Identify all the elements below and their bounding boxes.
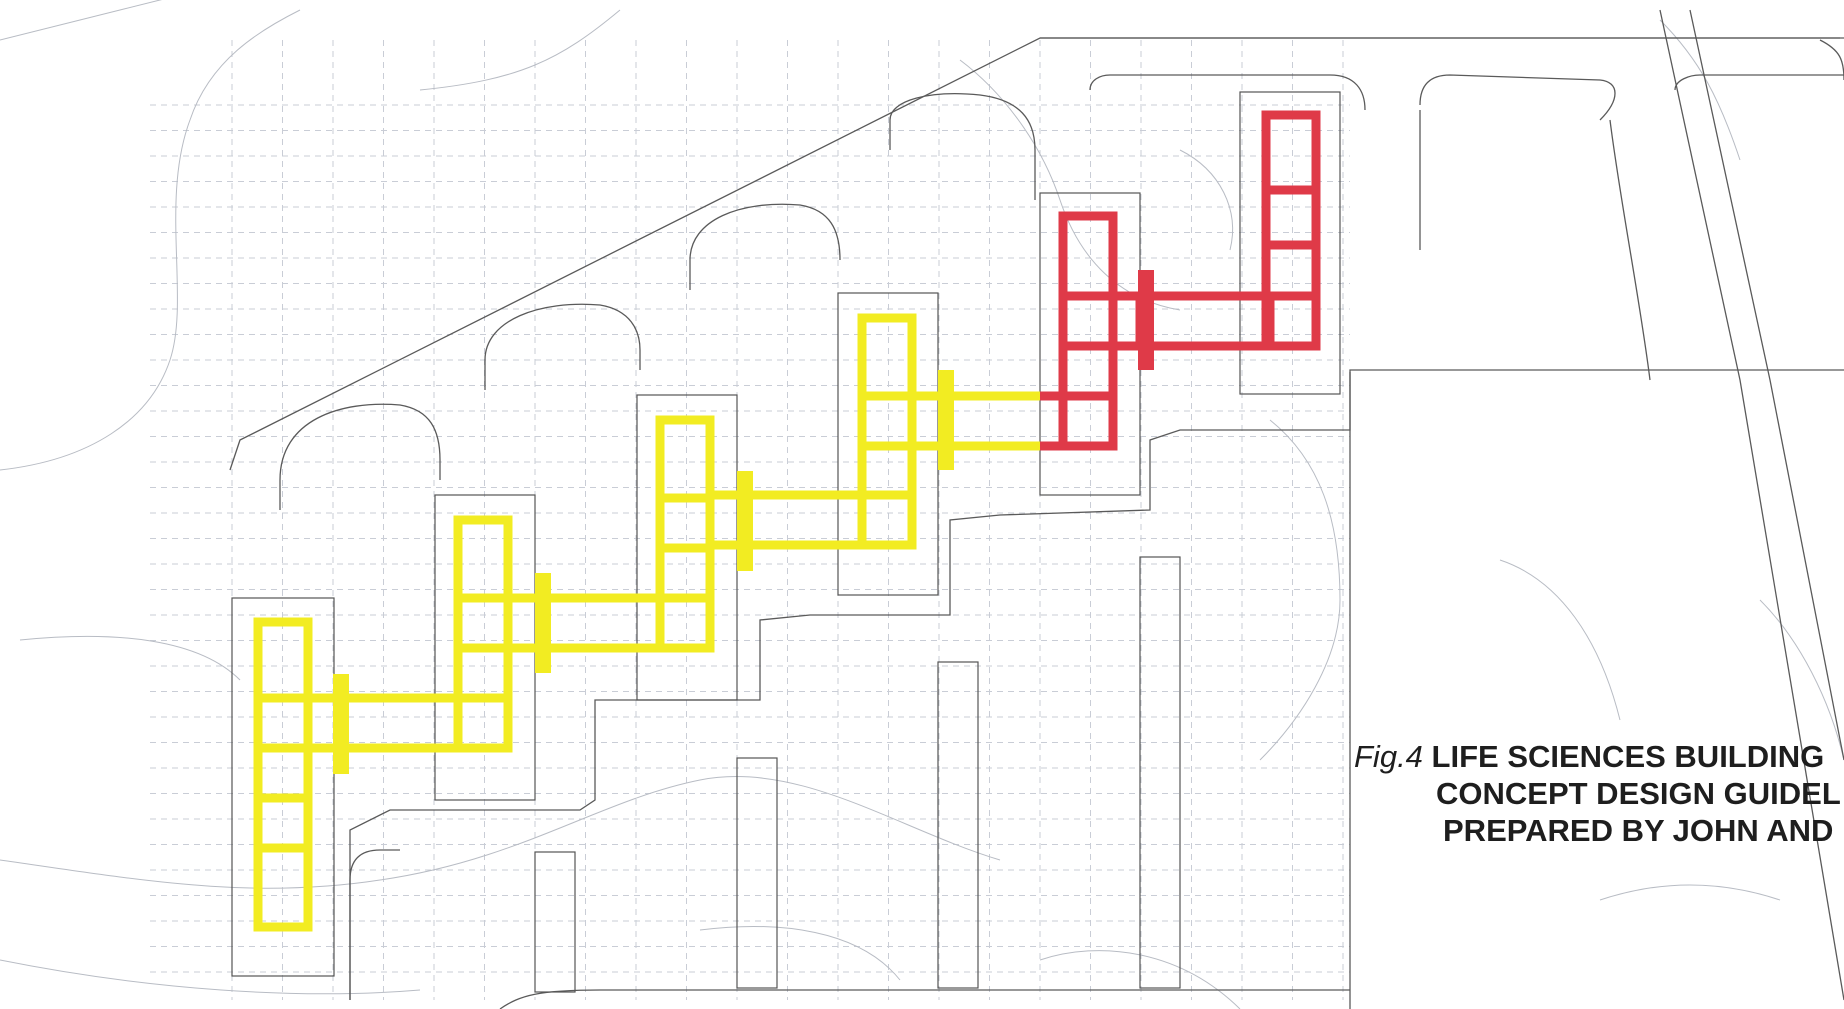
building-wing-1 bbox=[253, 515, 513, 932]
yellow-connector-bars bbox=[333, 370, 954, 774]
caption-line-3: PREPARED BY JOHN AND bbox=[1443, 813, 1834, 848]
figure-caption: Fig.4 LIFE SCIENCES BUILDING CONCEPT DES… bbox=[1354, 738, 1841, 849]
caption-title: LIFE SCIENCES BUILDING bbox=[1431, 739, 1825, 774]
caption-line-2: CONCEPT DESIGN GUIDEL bbox=[1436, 776, 1841, 811]
red-connector-bar bbox=[1138, 270, 1154, 370]
building-wing-2 bbox=[508, 415, 715, 653]
figure-label: Fig.4 bbox=[1354, 739, 1423, 774]
building-wing-4-connector bbox=[912, 391, 1040, 451]
red-building-wing bbox=[1040, 110, 1321, 451]
caption-line-1: Fig.4 LIFE SCIENCES BUILDING bbox=[1354, 738, 1841, 775]
yellow-building-wings bbox=[253, 313, 1040, 932]
